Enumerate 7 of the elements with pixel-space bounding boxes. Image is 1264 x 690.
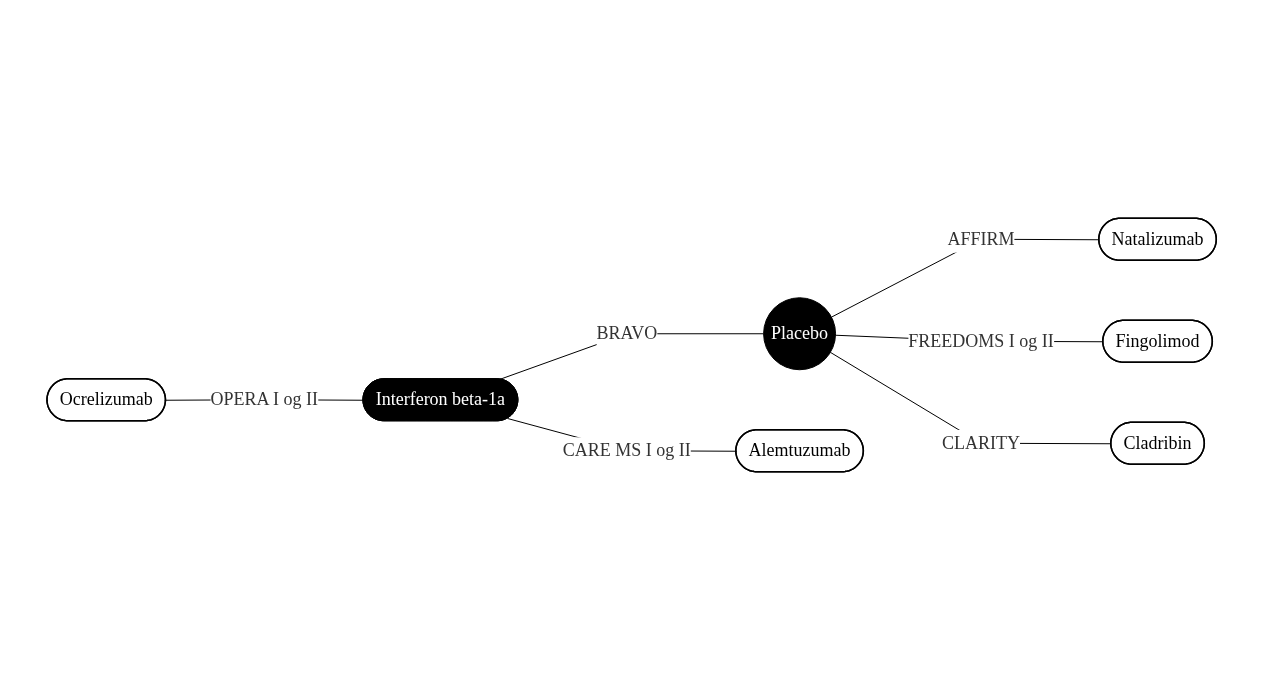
node-circle: Placebo	[763, 297, 837, 371]
edge-label: CARE MS I og II	[563, 440, 692, 461]
edge-label: FREEDOMS I og II	[908, 330, 1055, 351]
edge-label: CLARITY	[942, 432, 1021, 453]
edge-label: AFFIRM	[947, 228, 1015, 249]
edge-label: BRAVO	[596, 323, 658, 344]
edge-label: OPERA I og II	[210, 389, 319, 410]
